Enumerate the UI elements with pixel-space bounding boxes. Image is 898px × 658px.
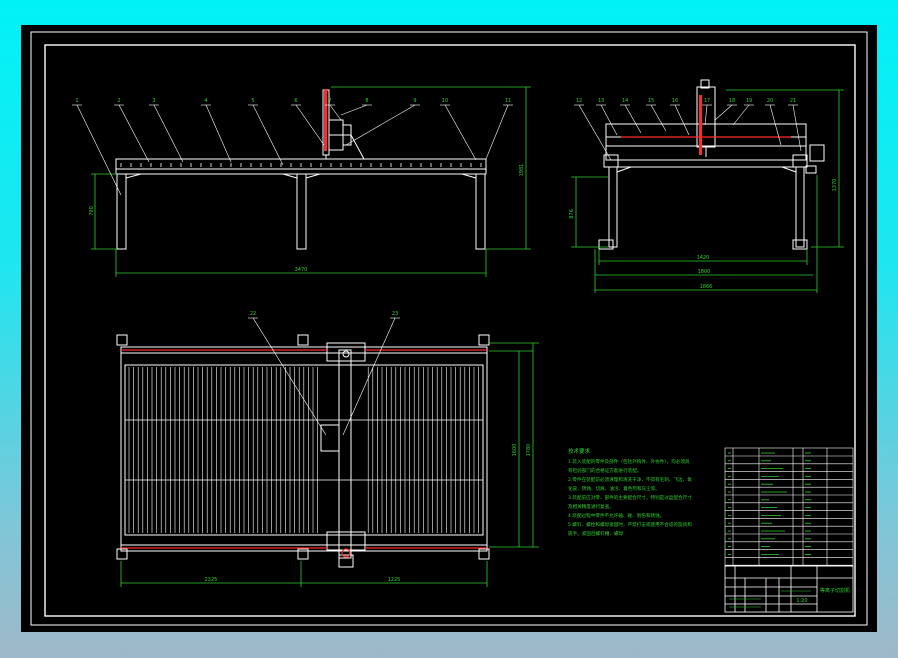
part-balloon: 20 bbox=[767, 98, 773, 104]
front-table-bed bbox=[115, 158, 487, 170]
top-dim-inner-width: 1600 bbox=[512, 444, 518, 457]
part-balloon: 22 bbox=[250, 311, 256, 317]
front-bed-slats bbox=[120, 163, 482, 167]
drawing-title: 等离子切割机 bbox=[820, 587, 850, 594]
top-bed-area bbox=[124, 364, 484, 536]
part-balloon: 1 bbox=[75, 98, 78, 104]
part-balloon: 10 bbox=[442, 98, 448, 104]
part-balloon: 2 bbox=[117, 98, 120, 104]
part-balloon: 17 bbox=[704, 98, 710, 104]
front-balloons: 1 2 3 4 5 6 7 8 9 10 11 bbox=[72, 98, 513, 196]
top-torch-carriage bbox=[320, 424, 340, 452]
side-table-frame bbox=[605, 123, 807, 161]
side-dim-total-height: 1370 bbox=[832, 179, 838, 192]
top-gantry-end bbox=[326, 342, 366, 362]
part-balloon: 23 bbox=[392, 311, 398, 317]
top-gantry-end bbox=[326, 531, 366, 551]
top-table-outline bbox=[120, 346, 488, 552]
technical-notes: 技术要求 1.装入装配的零件及部件（包括外购件、外协件），均必须具 有检验部门的… bbox=[568, 447, 692, 537]
top-gantry-beam bbox=[338, 349, 352, 559]
front-leg bbox=[296, 173, 307, 250]
tech-note-line: 化皮、锈蚀、切屑、油污、着色剂和灰尘等。 bbox=[568, 485, 660, 492]
side-torch-rail bbox=[699, 95, 702, 155]
tech-note-line: 5.螺钉、螺栓和螺母紧固时，严禁打击或使用不合适的旋具和 bbox=[568, 521, 692, 528]
tech-note-line: 及相关精度进行复查。 bbox=[568, 503, 614, 510]
tech-note-line: 2.零件在装配前必须清理和清洗干净，不得有毛刺、飞边、氧 bbox=[568, 476, 692, 483]
front-leg bbox=[475, 173, 486, 250]
side-leg bbox=[608, 166, 618, 248]
side-dim-rail-width: 1420 bbox=[697, 255, 710, 261]
tech-note-line: 1.装入装配的零件及部件（包括外购件、外协件），均必须具 bbox=[568, 458, 690, 465]
part-balloon: 7 bbox=[328, 98, 331, 104]
part-balloon: 3 bbox=[152, 98, 155, 104]
tech-note-line: 3.装配前应对零、部件的主要配合尺寸，特别是过盈配合尺寸 bbox=[568, 494, 692, 501]
drawing-scale: 1:20 bbox=[796, 598, 807, 604]
front-dim-length: 3470 bbox=[295, 267, 308, 273]
side-motor bbox=[809, 144, 825, 162]
side-dim-overall-width: 1866 bbox=[700, 284, 713, 290]
part-balloon: 5 bbox=[251, 98, 254, 104]
side-rail-end bbox=[792, 154, 808, 168]
parts-list-entries bbox=[728, 452, 811, 555]
front-dim-total-height: 1981 bbox=[519, 164, 525, 177]
part-balloon: 9 bbox=[413, 98, 416, 104]
parts-list-and-title-block: 等离子切割机 1:20 bbox=[724, 447, 854, 613]
part-balloon: 19 bbox=[746, 98, 752, 104]
front-view: 3470 790 1981 1 2 3 4 5 6 7 8 9 10 11 bbox=[72, 86, 531, 277]
front-torch-rail bbox=[324, 89, 327, 151]
part-balloon: 15 bbox=[648, 98, 654, 104]
side-dim-height: 876 bbox=[569, 209, 575, 219]
front-dim-leg-height: 790 bbox=[89, 206, 95, 216]
part-balloon: 11 bbox=[505, 98, 511, 104]
part-balloon: 14 bbox=[622, 98, 628, 104]
part-balloon: 4 bbox=[204, 98, 207, 104]
top-dim-left: 2325 bbox=[205, 577, 218, 583]
tech-notes-title: 技术要求 bbox=[568, 447, 591, 455]
part-balloon: 21 bbox=[790, 98, 796, 104]
top-dim-outer-width: 1780 bbox=[526, 444, 532, 457]
part-balloon: 13 bbox=[598, 98, 604, 104]
part-balloon: 12 bbox=[576, 98, 582, 104]
sheet-frame bbox=[30, 31, 868, 626]
side-balloons: 12 13 14 15 16 17 18 19 20 21 bbox=[574, 98, 802, 161]
tech-note-line: 扳手。紧固后螺钉槽、螺母 bbox=[568, 530, 624, 537]
part-balloon: 8 bbox=[365, 98, 368, 104]
front-leg bbox=[116, 173, 127, 250]
top-view: 2325 1225 1600 1780 22 23 bbox=[116, 311, 539, 587]
part-balloon: 18 bbox=[729, 98, 735, 104]
parts-list bbox=[724, 447, 854, 567]
side-dim-mid-width: 1800 bbox=[698, 269, 711, 275]
tech-note-line: 有检验部门的合格证方能进行装配。 bbox=[568, 467, 642, 474]
tech-note-line: 4.装配过程中零件不允许磕、碰、划伤和锈蚀。 bbox=[568, 512, 664, 519]
title-block bbox=[724, 565, 854, 613]
top-bed-slats bbox=[128, 367, 479, 533]
top-dim-right: 1225 bbox=[388, 577, 401, 583]
top-balloons: 22 23 bbox=[248, 311, 400, 436]
part-balloon: 6 bbox=[294, 98, 297, 104]
side-view: 1420 1800 1866 876 1370 12 13 14 15 16 17 18 19… bbox=[569, 79, 844, 293]
side-leg bbox=[795, 166, 805, 248]
part-balloon: 16 bbox=[672, 98, 678, 104]
